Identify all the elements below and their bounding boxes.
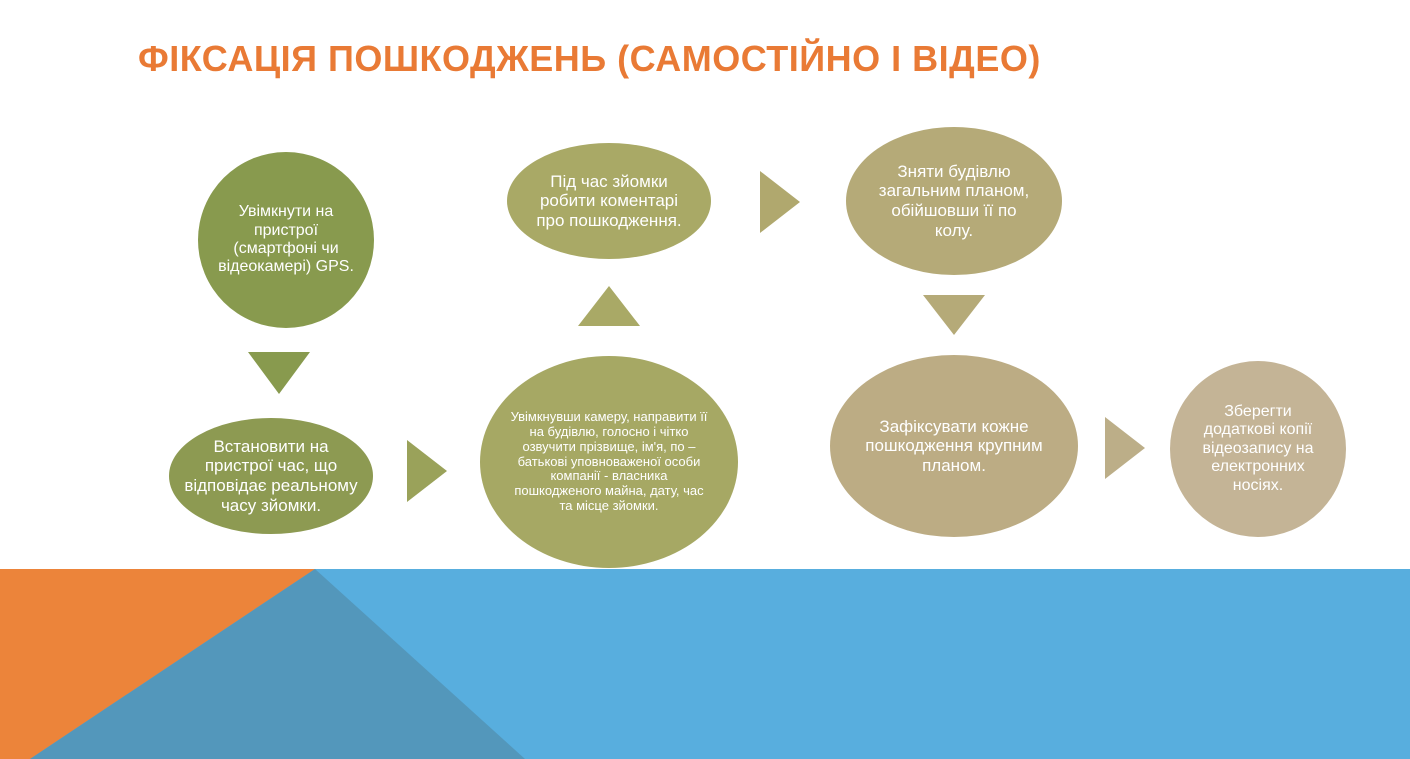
- footer-dark-blue-triangle: [30, 569, 525, 759]
- arrow-right-icon: [1105, 417, 1145, 479]
- arrow-down-icon: [923, 295, 985, 335]
- footer-orange-shape: [0, 569, 315, 759]
- step-announce-details: Увімкнувши камеру, направити її на будів…: [480, 356, 738, 568]
- arrow-up-icon: [578, 286, 640, 326]
- slide-title: ФІКСАЦІЯ ПОШКОДЖЕНЬ (САМОСТІЙНО І ВІДЕО): [138, 38, 1041, 79]
- arrow-right-icon: [760, 171, 800, 233]
- step-film-building: Зняти будівлю загальним планом, обійшовш…: [846, 127, 1062, 275]
- arrow-down-icon: [248, 352, 310, 394]
- decorative-footer: [0, 569, 1410, 759]
- step-set-time: Встановити на пристрої час, що відповіда…: [169, 418, 373, 534]
- arrow-right-icon: [407, 440, 447, 502]
- step-closeup-damage: Зафіксувати кожне пошкодження крупним пл…: [830, 355, 1078, 537]
- step-comment-damage: Під час зйомки робити коментарі про пошк…: [507, 143, 711, 259]
- step-enable-gps: Увімкнути на пристрої (смартфоні чи віде…: [198, 152, 374, 328]
- step-save-copies: Зберегти додаткові копії відеозапису на …: [1170, 361, 1346, 537]
